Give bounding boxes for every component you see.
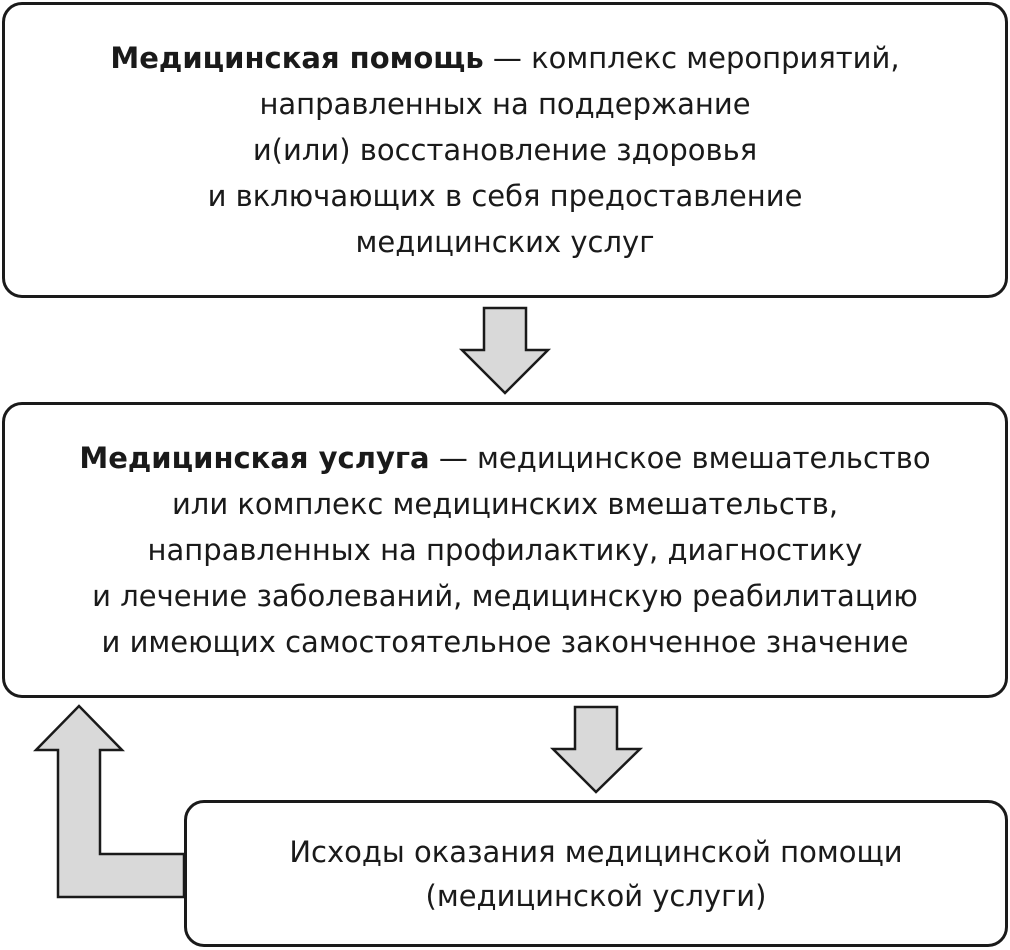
box2-line-1: или комплекс медицинских вмешательств, xyxy=(171,487,839,521)
medical-care-box: Медицинская помощь — комплекс мероприяти… xyxy=(2,2,1008,298)
box2-line-0: Медицинская услуга — медицинское вмешате… xyxy=(79,435,930,481)
box1-line-0: Медицинская помощь — комплекс мероприяти… xyxy=(110,35,899,81)
box1-line-2: и(или) восстановление здоровья xyxy=(252,133,758,167)
arrow-down-2 xyxy=(549,705,644,794)
box2-line-3: и лечение заболеваний, медицинскую реаби… xyxy=(92,579,918,613)
box3-line-1: (медицинской услуги) xyxy=(425,878,767,913)
arrow-down-1 xyxy=(458,306,552,395)
box2-term: Медицинская услуга xyxy=(79,441,430,475)
box1-line-4: медицинских услуг xyxy=(355,225,655,259)
arrow-feedback-up xyxy=(33,704,186,899)
medical-service-box: Медицинская услуга — медицинское вмешате… xyxy=(2,402,1008,698)
box2-line-4: и имеющих самостоятельное законченное зн… xyxy=(101,625,909,659)
box2-first-rest: — медицинское вмешательство xyxy=(429,441,931,475)
box3-line-0: Исходы оказания медицинской помощи xyxy=(289,834,903,869)
box2-line-2: направленных на профилактику, диагностик… xyxy=(147,533,863,567)
box1-term: Медицинская помощь xyxy=(110,41,484,75)
outcomes-box: Исходы оказания медицинской помощи (меди… xyxy=(184,800,1008,947)
box1-line-1: направленных на поддержание xyxy=(259,87,751,121)
box1-first-rest: — комплекс мероприятий, xyxy=(483,41,900,75)
box1-line-3: и включающих в себя предоставление xyxy=(207,179,803,213)
